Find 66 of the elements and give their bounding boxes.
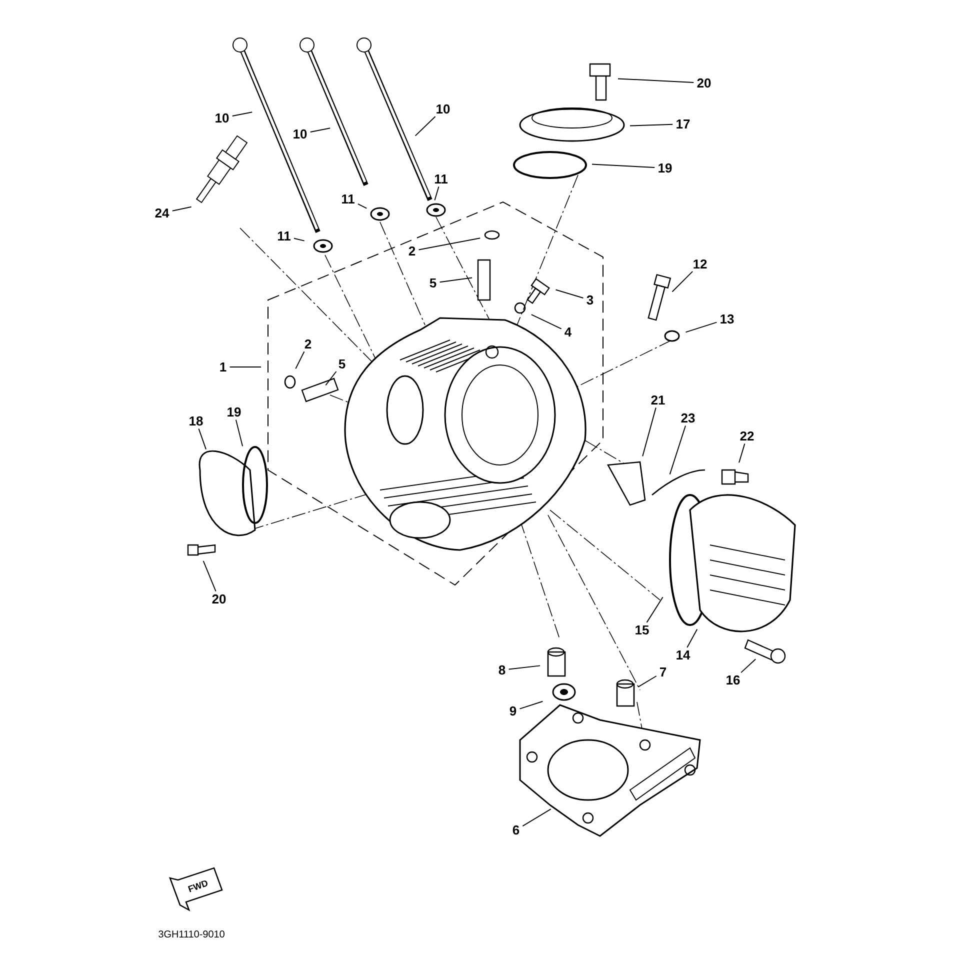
callout-number: 10 — [436, 104, 450, 114]
leader-line — [592, 164, 656, 168]
callout-number: 11 — [278, 232, 290, 240]
leader-line — [618, 78, 694, 83]
leader-line — [439, 277, 473, 283]
callout-number: 20 — [212, 594, 226, 604]
callout-number: 5 — [430, 278, 436, 288]
callout-number: 23 — [681, 413, 695, 423]
callout-number: 13 — [720, 314, 734, 324]
callout-number: 17 — [676, 120, 690, 128]
leader-line — [172, 206, 192, 212]
part-number: 3GH1110-9010 — [158, 930, 224, 938]
leader-line — [414, 116, 436, 136]
leader-line — [642, 407, 656, 457]
callout-number: 11 — [342, 194, 354, 204]
leader-line — [508, 665, 541, 670]
callout-number: 10 — [294, 129, 307, 139]
leader-line — [740, 658, 756, 674]
callout-number: 19 — [658, 163, 672, 173]
leader-line — [418, 238, 481, 250]
callout-number: 16 — [726, 675, 740, 685]
leader-line — [519, 700, 544, 710]
leader-line — [555, 289, 584, 298]
arrow-label: FWD — [188, 880, 208, 892]
leader-line — [669, 425, 686, 475]
leader-line — [294, 238, 305, 242]
leader-line — [672, 270, 694, 292]
callout-number: 19 — [228, 407, 241, 417]
callout-number: 12 — [694, 259, 707, 269]
leader-line — [646, 596, 664, 623]
leader-line — [235, 419, 244, 447]
leader-line — [295, 351, 305, 370]
callout-number: 8 — [498, 665, 506, 675]
callout-number: 22 — [740, 431, 754, 441]
callout-number: 24 — [155, 208, 170, 218]
callout-number: 5 — [338, 360, 346, 369]
callout-number: 9 — [510, 706, 516, 716]
leader-line — [685, 322, 718, 333]
callout-number: 2 — [304, 339, 312, 349]
leader-line — [232, 112, 253, 116]
callout-number: 4 — [564, 328, 572, 336]
callout-number: 14 — [676, 650, 690, 660]
leader-line — [638, 676, 657, 688]
leader-line — [630, 124, 674, 126]
callout-number: 20 — [697, 78, 711, 88]
callout-number: 1 — [220, 362, 226, 372]
callout-number: 15 — [636, 626, 649, 635]
leader-line — [310, 128, 331, 132]
callout-number: 21 — [651, 395, 665, 405]
leader-line — [522, 808, 552, 827]
leader-line — [434, 186, 440, 201]
leader-line — [325, 371, 337, 386]
leader-line — [686, 628, 698, 648]
leader-line — [229, 366, 262, 368]
callout-number: 11 — [434, 174, 448, 184]
callout-number: 2 — [408, 246, 416, 256]
leader-line — [530, 314, 562, 330]
leader-line — [357, 203, 368, 209]
callout-number: 7 — [660, 668, 666, 676]
callout-number: 10 — [216, 113, 229, 123]
leader-line — [202, 560, 216, 592]
callout-number: 6 — [512, 825, 520, 835]
callout-number: 18 — [190, 416, 203, 426]
leader-line — [198, 428, 206, 450]
callout-number: 3 — [586, 295, 594, 305]
leader-line — [738, 443, 746, 464]
